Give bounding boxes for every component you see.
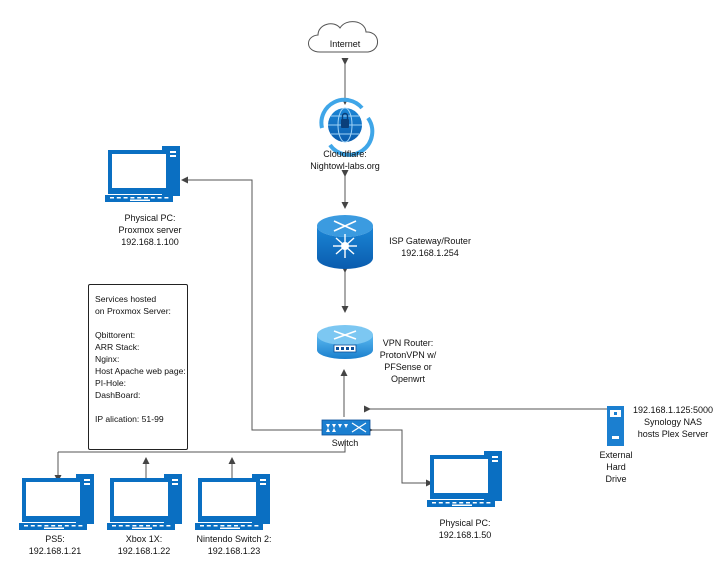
cloudflare-globe-icon	[319, 97, 375, 157]
ps5-label: PS5: 192.168.1.21	[15, 533, 95, 557]
physical-pc-icon	[427, 451, 502, 507]
service-item: PI-Hole:	[95, 378, 127, 388]
external-drive-label: External Hard Drive	[596, 449, 636, 485]
link-switch-consoles	[58, 440, 346, 453]
xbox-line-2: 192.168.1.22	[117, 546, 171, 556]
vpn-router-label: VPN Router: ProtonVPN w/ PFSense or Open…	[373, 337, 443, 385]
proxmox-line-3: 192.168.1.100	[121, 237, 179, 247]
link-switch-nas	[364, 405, 619, 425]
service-item: Host Apache web page:	[95, 366, 186, 376]
cloudflare-line-2: Nightowl-labs.org	[310, 161, 380, 171]
network-switch-icon	[321, 419, 371, 436]
vpn-router-line-4: Openwrt	[390, 374, 425, 384]
services-box: Services hosted on Proxmox Server: Qbitt…	[88, 284, 188, 450]
vpn-router-line-1: VPN Router:	[382, 338, 434, 348]
isp-router-line-2: 192.168.1.254	[401, 248, 459, 258]
cloudflare-label: Cloudflare: Nightowl-labs.org	[290, 148, 400, 172]
isp-router-line-1: ISP Gateway/Router	[389, 236, 471, 246]
cloudflare-line-1: Cloudflare:	[323, 149, 367, 159]
services-footer: IP alication: 51-99	[95, 414, 164, 424]
vpn-router-line-3: PFSense or	[384, 362, 432, 372]
xbox-line-1: Xbox 1X:	[125, 534, 163, 544]
link-switch-proxmox	[181, 176, 322, 431]
service-item: DashBoard:	[95, 390, 141, 400]
proxmox-line-2: Proxmox server	[118, 225, 182, 235]
nas-line-2: Synology NAS	[643, 417, 703, 427]
physical-pc-line-1: Physical PC:	[439, 518, 491, 528]
drive-line-1: External	[599, 450, 633, 460]
physical-pc-line-2: 192.168.1.50	[438, 530, 492, 540]
nas-line-1: 192.168.1.125:5000	[632, 405, 714, 415]
proxmox-pc-label: Physical PC: Proxmox server 192.168.1.10…	[95, 212, 205, 248]
switch2-label: Nintendo Switch 2: 192.168.1.23	[186, 533, 282, 557]
service-item: Qbittorent:	[95, 330, 136, 340]
switch2-line-1: Nintendo Switch 2:	[196, 534, 272, 544]
ps5-icon	[19, 474, 94, 530]
ps5-line-1: PS5:	[45, 534, 65, 544]
proxmox-line-1: Physical PC:	[124, 213, 176, 223]
drive-line-3: Drive	[605, 474, 627, 484]
services-heading-2: on Proxmox Server:	[95, 306, 171, 316]
xbox-icon	[107, 474, 182, 530]
link-switch-physical-pc	[366, 426, 433, 487]
switch2-line-2: 192.168.1.23	[207, 546, 261, 556]
vpn-router-line-2: ProtonVPN w/	[379, 350, 437, 360]
isp-router-label: ISP Gateway/Router 192.168.1.254	[375, 235, 485, 259]
services-heading-1: Services hosted	[95, 294, 157, 304]
nas-line-3: hosts Plex Server	[637, 429, 709, 439]
ps5-line-2: 192.168.1.21	[28, 546, 82, 556]
vpn-router-icon	[317, 325, 373, 359]
proxmox-pc-icon	[105, 146, 180, 202]
drive-line-2: Hard	[606, 462, 626, 472]
cloud-icon	[308, 21, 378, 53]
nas-label: 192.168.1.125:5000 Synology NAS hosts Pl…	[628, 404, 718, 440]
internet-label: Internet	[329, 39, 361, 49]
service-item: Nginx:	[95, 354, 120, 364]
service-item: ARR Stack:	[95, 342, 140, 352]
isp-router-icon	[317, 215, 373, 269]
xbox-label: Xbox 1X: 192.168.1.22	[104, 533, 184, 557]
physical-pc-label: Physical PC: 192.168.1.50	[420, 517, 510, 541]
switch-label: Switch	[331, 438, 359, 448]
nas-icon	[607, 406, 624, 446]
switch2-icon	[195, 474, 270, 530]
